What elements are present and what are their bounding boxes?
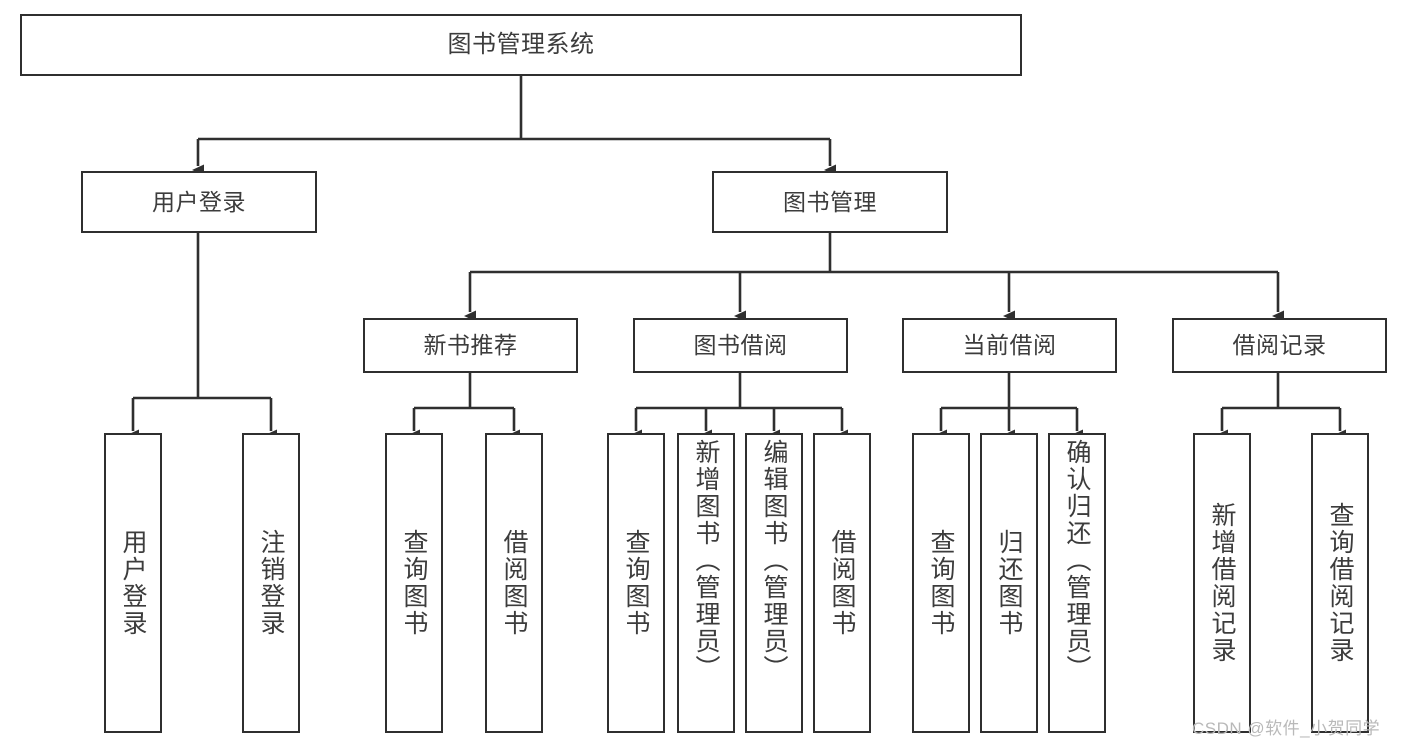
node-new-book-recommend-label: 新书推荐 xyxy=(423,332,518,359)
node-leaf-logout-label: 注销登录 xyxy=(257,529,285,637)
node-book-management-label: 图书管理 xyxy=(783,188,877,215)
node-leaf-add-record[interactable]: 新增借阅记录 xyxy=(1193,433,1251,733)
node-leaf-query-book-1[interactable]: 查询图书 xyxy=(385,433,443,733)
node-leaf-confirm-return[interactable]: 确认归还（管理员） xyxy=(1048,433,1106,733)
node-leaf-borrow-book-2-label: 借阅图书 xyxy=(828,529,856,637)
node-leaf-add-record-label: 新增借阅记录 xyxy=(1208,502,1236,664)
node-leaf-query-book-2-label: 查询图书 xyxy=(622,529,650,637)
node-book-management[interactable]: 图书管理 xyxy=(712,171,948,233)
node-leaf-borrow-book-1[interactable]: 借阅图书 xyxy=(485,433,543,733)
node-leaf-logout[interactable]: 注销登录 xyxy=(242,433,300,733)
node-book-borrow-label: 图书借阅 xyxy=(693,332,788,359)
node-leaf-user-login-label: 用户登录 xyxy=(119,529,147,637)
node-user-login[interactable]: 用户登录 xyxy=(81,171,317,233)
node-current-borrow[interactable]: 当前借阅 xyxy=(902,318,1117,373)
node-leaf-query-book-1-label: 查询图书 xyxy=(400,529,428,637)
node-leaf-return-book[interactable]: 归还图书 xyxy=(980,433,1038,733)
node-leaf-edit-book[interactable]: 编辑图书（管理员） xyxy=(745,433,803,733)
node-leaf-query-book-2[interactable]: 查询图书 xyxy=(607,433,665,733)
node-root[interactable]: 图书管理系统 xyxy=(20,14,1022,76)
node-borrow-record-label: 借阅记录 xyxy=(1232,332,1327,359)
node-leaf-user-login[interactable]: 用户登录 xyxy=(104,433,162,733)
node-leaf-add-book[interactable]: 新增图书（管理员） xyxy=(677,433,735,733)
node-borrow-record[interactable]: 借阅记录 xyxy=(1172,318,1387,373)
node-user-login-label: 用户登录 xyxy=(152,188,246,215)
node-leaf-confirm-return-label: 确认归还（管理员） xyxy=(1063,439,1091,682)
node-current-borrow-label: 当前借阅 xyxy=(962,332,1057,359)
node-book-borrow[interactable]: 图书借阅 xyxy=(633,318,848,373)
node-leaf-edit-book-label: 编辑图书（管理员） xyxy=(760,439,788,682)
csdn-watermark: CSDN @软件_小贺同学 xyxy=(1192,719,1381,738)
node-leaf-query-record[interactable]: 查询借阅记录 xyxy=(1311,433,1369,733)
node-leaf-query-book-3[interactable]: 查询图书 xyxy=(912,433,970,733)
node-leaf-borrow-book-2[interactable]: 借阅图书 xyxy=(813,433,871,733)
node-leaf-add-book-label: 新增图书（管理员） xyxy=(692,439,720,682)
node-leaf-query-record-label: 查询借阅记录 xyxy=(1326,502,1354,664)
node-leaf-borrow-book-1-label: 借阅图书 xyxy=(500,529,528,637)
node-leaf-query-book-3-label: 查询图书 xyxy=(927,529,955,637)
node-leaf-return-book-label: 归还图书 xyxy=(995,529,1023,637)
node-new-book-recommend[interactable]: 新书推荐 xyxy=(363,318,578,373)
node-root-label: 图书管理系统 xyxy=(447,31,595,58)
